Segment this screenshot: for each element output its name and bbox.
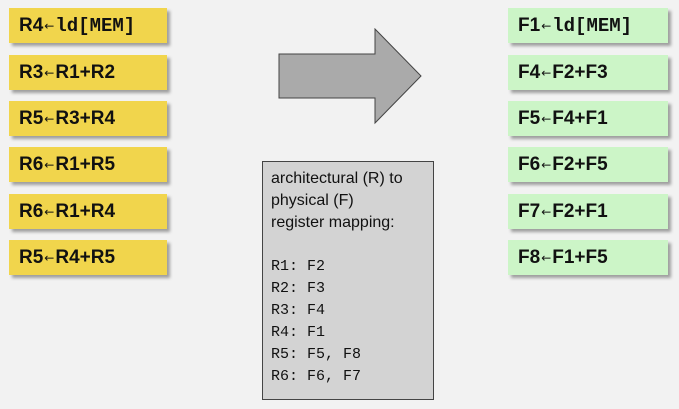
assign-arrow-icon: ← [541,18,552,33]
mapping-title-line: physical (F) [271,192,354,209]
assign-arrow-icon: ← [541,65,552,80]
operation-text: F2+F3 [552,61,608,83]
assign-arrow-icon: ← [44,157,55,172]
architectural-instruction-box: R5←R3+R4 [9,101,167,136]
dest-register: F8 [518,246,541,268]
operation-text: ld[MEM] [55,14,136,37]
architectural-instruction-box: R4←ld[MEM] [9,8,167,43]
dest-register: F5 [518,107,541,129]
dest-register: F4 [518,61,541,83]
assign-arrow-icon: ← [44,204,55,219]
operation-text: F2+F1 [552,200,608,222]
operation-text: R4+R5 [55,246,116,268]
mapping-row: R1: F2 [271,258,326,275]
operation-text: R1+R5 [55,153,116,175]
mapping-row: R4: F1 [271,324,326,341]
assign-arrow-icon: ← [44,111,55,126]
operation-text: R1+R4 [55,200,116,222]
architectural-instruction-box: R5←R4+R5 [9,240,167,275]
assign-arrow-icon: ← [44,65,55,80]
dest-register: R4 [19,14,44,36]
physical-instruction-box: F7←F2+F1 [508,194,668,229]
architectural-instruction-box: R6←R1+R4 [9,194,167,229]
mapping-row: R5: F5, F8 [271,346,362,363]
assign-arrow-icon: ← [541,111,552,126]
physical-instruction-box: F5←F4+F1 [508,101,668,136]
dest-register: R6 [19,153,44,175]
assign-arrow-icon: ← [541,157,552,172]
operation-text: F1+F5 [552,246,608,268]
mapping-title-line: register mapping: [271,214,395,231]
register-mapping-panel: architectural (R) to physical (F) regist… [262,161,434,400]
assign-arrow-icon: ← [44,18,55,33]
operation-text: F4+F1 [552,107,608,129]
dest-register: R5 [19,246,44,268]
mapping-panel-title: architectural (R) to physical (F) regist… [271,168,427,234]
physical-instruction-box: F4←F2+F3 [508,55,668,90]
dest-register: F6 [518,153,541,175]
architectural-instruction-box: R6←R1+R5 [9,147,167,182]
physical-instruction-box: F6←F2+F5 [508,147,668,182]
operation-text: R3+R4 [55,107,116,129]
architectural-instruction-box: R3←R1+R2 [9,55,167,90]
physical-instruction-box: F1←ld[MEM] [508,8,668,43]
mapping-row: R6: F6, F7 [271,368,362,385]
physical-instruction-box: F8←F1+F5 [508,240,668,275]
assign-arrow-icon: ← [541,204,552,219]
assign-arrow-icon: ← [44,250,55,265]
mapping-row: R2: F3 [271,280,326,297]
operation-text: ld[MEM] [552,14,633,37]
assign-arrow-icon: ← [541,250,552,265]
operation-text: R1+R2 [55,61,116,83]
dest-register: F1 [518,14,541,36]
dest-register: R6 [19,200,44,222]
dest-register: F7 [518,200,541,222]
operation-text: F2+F5 [552,153,608,175]
dest-register: R3 [19,61,44,83]
mapping-row: R3: F4 [271,302,326,319]
dest-register: R5 [19,107,44,129]
rename-arrow-icon [278,28,422,125]
mapping-title-line: architectural (R) to [271,170,403,187]
